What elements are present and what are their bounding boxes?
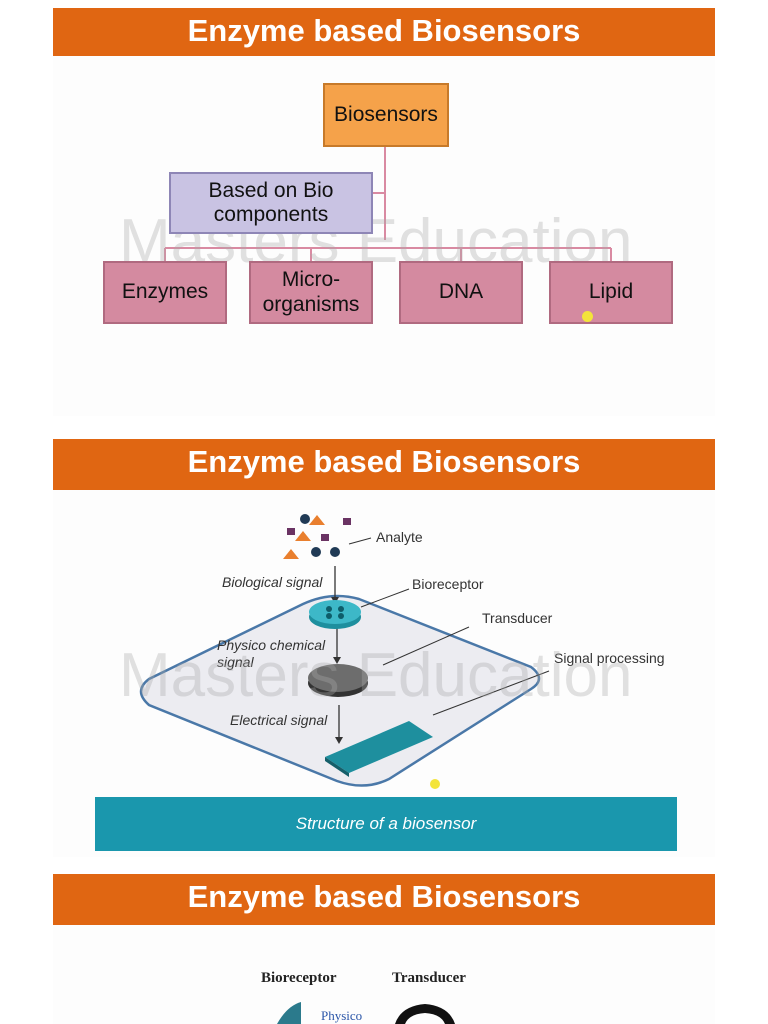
slide-1: Enzyme based Biosensors Masters Educatio… [53,8,715,416]
label-bioreceptor: Bioreceptor [412,576,484,592]
caption-bar: Structure of a biosensor [95,797,677,851]
slide-1-title: Enzyme based Biosensors [53,8,715,56]
label-physico-chemical-signal: Physico chemical signal [217,637,326,670]
node-biosensors: Biosensors [323,83,449,147]
label-transducer: Transducer [482,610,553,626]
label-bioreceptor: Bioreceptor [261,970,337,986]
label-transducer: Transducer [392,970,466,986]
label-physico: Physico [321,1008,363,1023]
node-dna: DNA [399,261,523,324]
cursor-dot [582,311,593,322]
node-lipid: Lipid [549,261,673,324]
node-micro-organisms: Micro-organisms [249,261,373,324]
slide-2-title: Enzyme based Biosensors [53,439,715,490]
slide-2: Enzyme based Biosensors [53,439,715,857]
node-based-on-bio-components: Based on Bio components [169,172,373,234]
partial-diagram [277,1002,455,1024]
hierarchy-connectors [164,146,612,261]
slide-3-title: Enzyme based Biosensors [53,874,715,925]
label-electrical-signal: Electrical signal [230,712,328,728]
label-signal-processing: Signal processing [554,650,665,666]
caption-text: Structure of a biosensor [295,814,477,833]
label-biological-signal: Biological signal [222,574,323,590]
slide-3: Enzyme based Biosensors Bioreceptor Tran… [53,874,715,1024]
node-enzymes: Enzymes [103,261,227,324]
label-analyte: Analyte [376,529,423,545]
biosensor-structure-diagram [139,514,550,789]
